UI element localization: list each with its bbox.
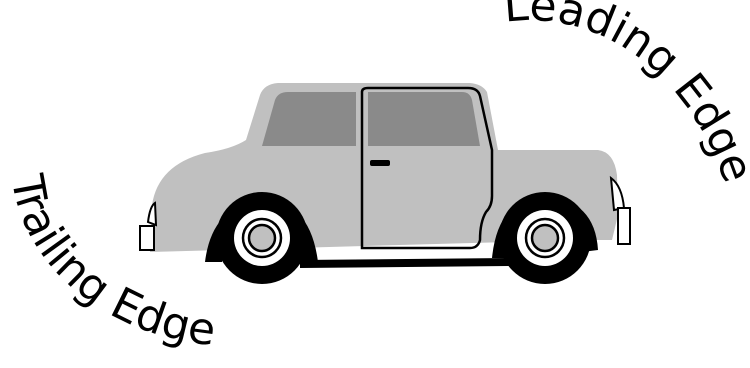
door-handle	[370, 160, 390, 166]
car-icon	[140, 83, 630, 284]
front-window	[368, 92, 480, 146]
rear-wheel	[216, 192, 308, 284]
front-wheel	[499, 192, 591, 284]
lower-trim	[300, 258, 512, 268]
front-bumper	[611, 178, 630, 244]
rear-window	[262, 92, 356, 146]
rear-bumper	[140, 203, 156, 250]
